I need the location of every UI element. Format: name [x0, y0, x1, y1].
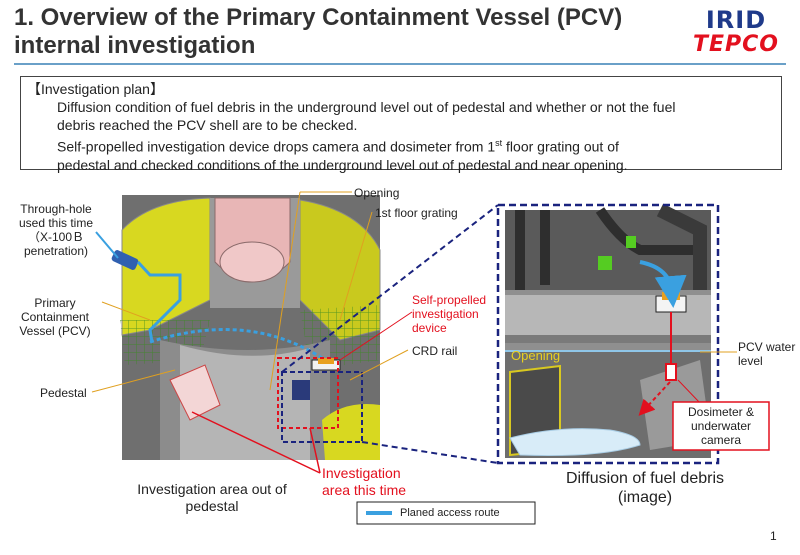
dosimeter-line-1: Dosimeter &	[687, 405, 755, 419]
dosimeter-line-2: underwater	[690, 419, 752, 433]
diffusion-label: Diffusion of fuel debris (image)	[540, 469, 750, 507]
diffusion-line-2: (image)	[617, 489, 673, 506]
device-leader	[339, 311, 413, 361]
title-line-1: 1. Overview of the Primary Containment V…	[14, 4, 623, 31]
grating-label: 1st floor grating	[375, 206, 458, 220]
device-label: Self-propelled investigation device	[412, 293, 486, 335]
through-hole-line-3: （X-100Ｂ	[27, 230, 85, 244]
plan-line-3-pre: Self-propelled investigation device drop…	[57, 138, 496, 155]
opening-label: Opening	[354, 186, 400, 200]
plan-line-3: Self-propelled investigation device drop…	[27, 134, 775, 156]
inv-area-leader-2	[309, 427, 321, 474]
device-line-1: Self-propelled	[412, 293, 487, 307]
inv-area-line-1: Investigation	[322, 465, 401, 481]
pcv-line-3: Vessel (PCV)	[19, 324, 91, 338]
pedestal-label: Pedestal	[40, 386, 87, 400]
inv-out-line-2: pedestal	[185, 498, 239, 514]
tepco-logo: TEPCO	[692, 32, 779, 57]
opening-right-label: Opening	[511, 348, 561, 363]
through-hole-label: Through-hole used this time （X-100Ｂ pene…	[8, 202, 104, 258]
legend-box	[356, 501, 536, 525]
through-hole-line-1: Through-hole	[20, 202, 92, 216]
pcv-label: Primary Containment Vessel (PCV)	[14, 296, 96, 338]
pcv-line-2: Containment	[20, 310, 90, 324]
plan-line-1: Diffusion condition of fuel debris in th…	[57, 99, 676, 115]
device-line-3: device	[412, 321, 447, 335]
page-title: 1. Overview of the Primary Containment V…	[14, 4, 674, 60]
plan-heading: 【Investigation plan】	[27, 81, 164, 97]
through-hole-leader	[95, 231, 119, 259]
irid-logo: IRID	[705, 6, 767, 34]
inv-area-leader-1	[191, 411, 321, 474]
title-line-2: internal investigation	[14, 32, 256, 59]
zoom-line-top	[281, 204, 499, 373]
dosimeter-line-3: camera	[700, 433, 741, 447]
dosimeter-leader	[677, 379, 701, 404]
title-divider	[14, 63, 786, 65]
left-illustration	[111, 195, 381, 460]
crd-rail-label: CRD rail	[412, 344, 458, 358]
legend-label: Planed access route	[400, 507, 500, 519]
through-hole-line-2: used this time	[18, 216, 94, 230]
pcv-water-line-1: PCV water	[738, 340, 796, 354]
through-hole-line-4: penetration)	[23, 244, 89, 258]
investigation-area-label: Investigation area this time	[322, 465, 406, 499]
inv-area-line-2: area this time	[322, 482, 407, 498]
plan-line-4: pedestal and checked conditions of the u…	[57, 156, 628, 173]
pcv-water-line-2: level	[738, 354, 763, 368]
plan-line-3-post: floor grating out of	[502, 138, 619, 155]
page-number: 1	[770, 529, 777, 543]
diffusion-line-1: Diffusion of fuel debris	[565, 470, 724, 487]
inv-out-line-1: Investigation area out of	[137, 481, 287, 497]
device-line-2: investigation	[412, 307, 479, 321]
pcv-water-label: PCV water level	[738, 340, 798, 368]
plan-line-2: debris reached the PCV shell are to be c…	[57, 117, 358, 133]
investigation-out-label: Investigation area out of pedestal	[112, 481, 312, 515]
pcv-line-1: Primary	[34, 296, 76, 310]
investigation-plan-box: 【Investigation plan】 Diffusion condition…	[20, 76, 782, 173]
leader-lines	[91, 191, 737, 393]
plan-line-3-sup: st	[495, 138, 503, 148]
dosimeter-label: Dosimeter & underwater camera	[673, 405, 769, 447]
zoom-line-bottom	[361, 441, 499, 464]
dosimeter-label-box	[672, 401, 770, 451]
